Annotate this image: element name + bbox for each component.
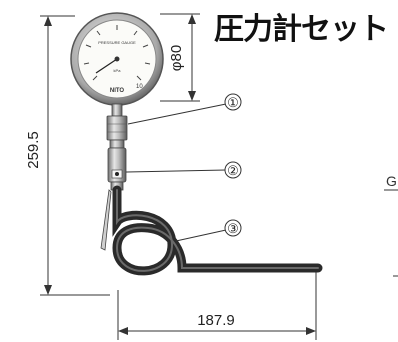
callout-3-label: ③ (227, 221, 239, 236)
siphon-tube (112, 185, 323, 276)
height-dimension: 259.5 (25, 15, 110, 296)
diameter-dimension: φ80 (160, 13, 200, 102)
gauge-ticks (83, 25, 151, 81)
diameter-label: φ80 (168, 45, 185, 71)
gauge-max-value: 10 (136, 84, 143, 90)
callout-1-label: ① (227, 95, 239, 110)
gauge: PRESSURE GAUGE kPa 10 NITO (70, 12, 164, 106)
gauge-needle (95, 58, 118, 74)
gauge-scale-label: PRESSURE GAUGE (98, 40, 136, 45)
valve-handle (100, 189, 112, 251)
page-title: 圧力計セット (214, 12, 389, 47)
callout-3: ③ (175, 219, 242, 242)
width-label: 187.9 (197, 312, 235, 329)
width-dimension: 187.9 (117, 268, 317, 340)
gauge-brand: NITO (110, 88, 125, 94)
cropped-edge-text: G (384, 173, 398, 277)
callout-2-label: ② (227, 163, 239, 178)
valve (107, 139, 127, 191)
callout-2: ② (125, 161, 242, 179)
height-label: 259.5 (25, 131, 42, 169)
edge-label: G (386, 173, 397, 189)
gauge-unit: kPa (114, 68, 122, 73)
callout-1: ① (127, 93, 242, 125)
gauge-socket (106, 103, 128, 141)
